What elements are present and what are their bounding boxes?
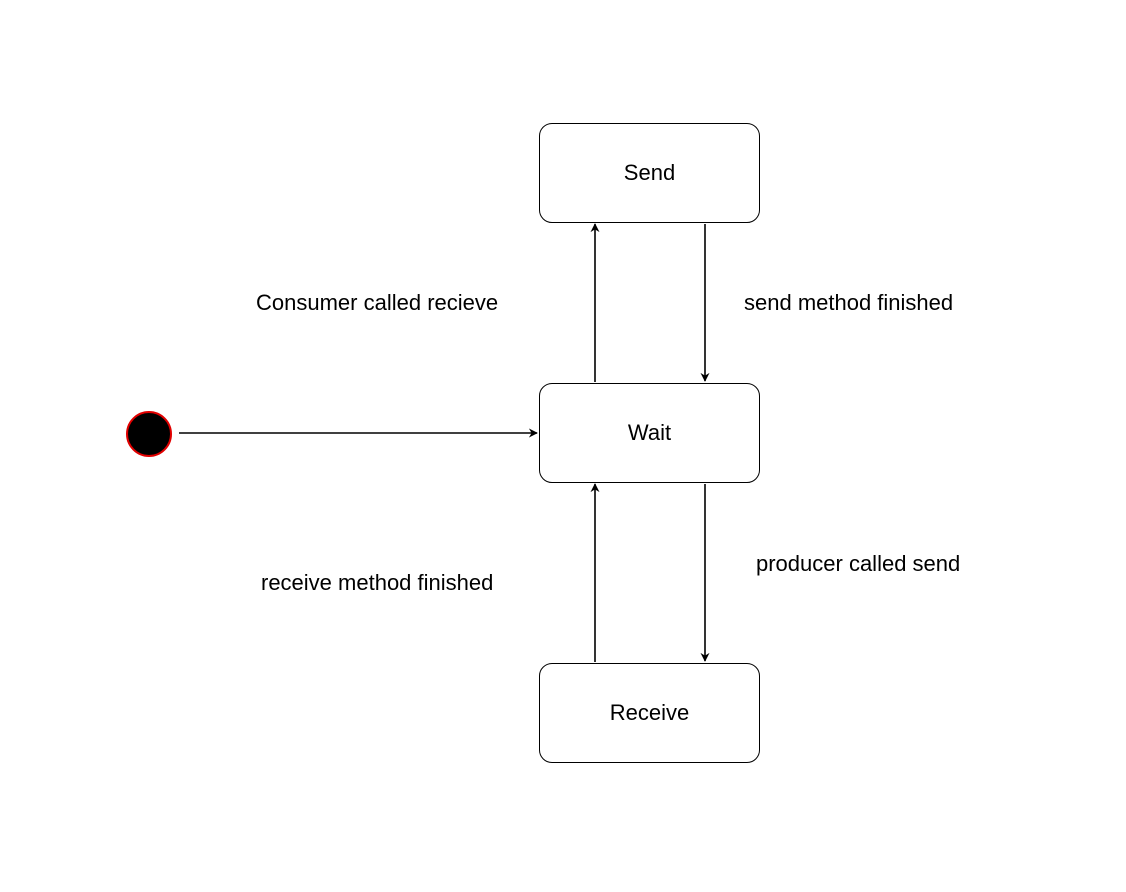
state-wait: Wait <box>539 383 760 483</box>
initial-state-node <box>126 411 172 457</box>
label-receive-to-wait: receive method finished <box>261 570 494 595</box>
state-receive: Receive <box>539 663 760 763</box>
label-wait-to-receive: producer called send <box>756 551 961 576</box>
state-wait-label: Wait <box>627 420 672 445</box>
label-wait-to-send: Consumer called recieve <box>256 290 499 315</box>
state-receive-label: Receive <box>609 700 690 725</box>
label-send-to-wait: send method finished <box>744 290 954 315</box>
state-send: Send <box>539 123 760 223</box>
state-send-label: Send <box>623 160 676 185</box>
